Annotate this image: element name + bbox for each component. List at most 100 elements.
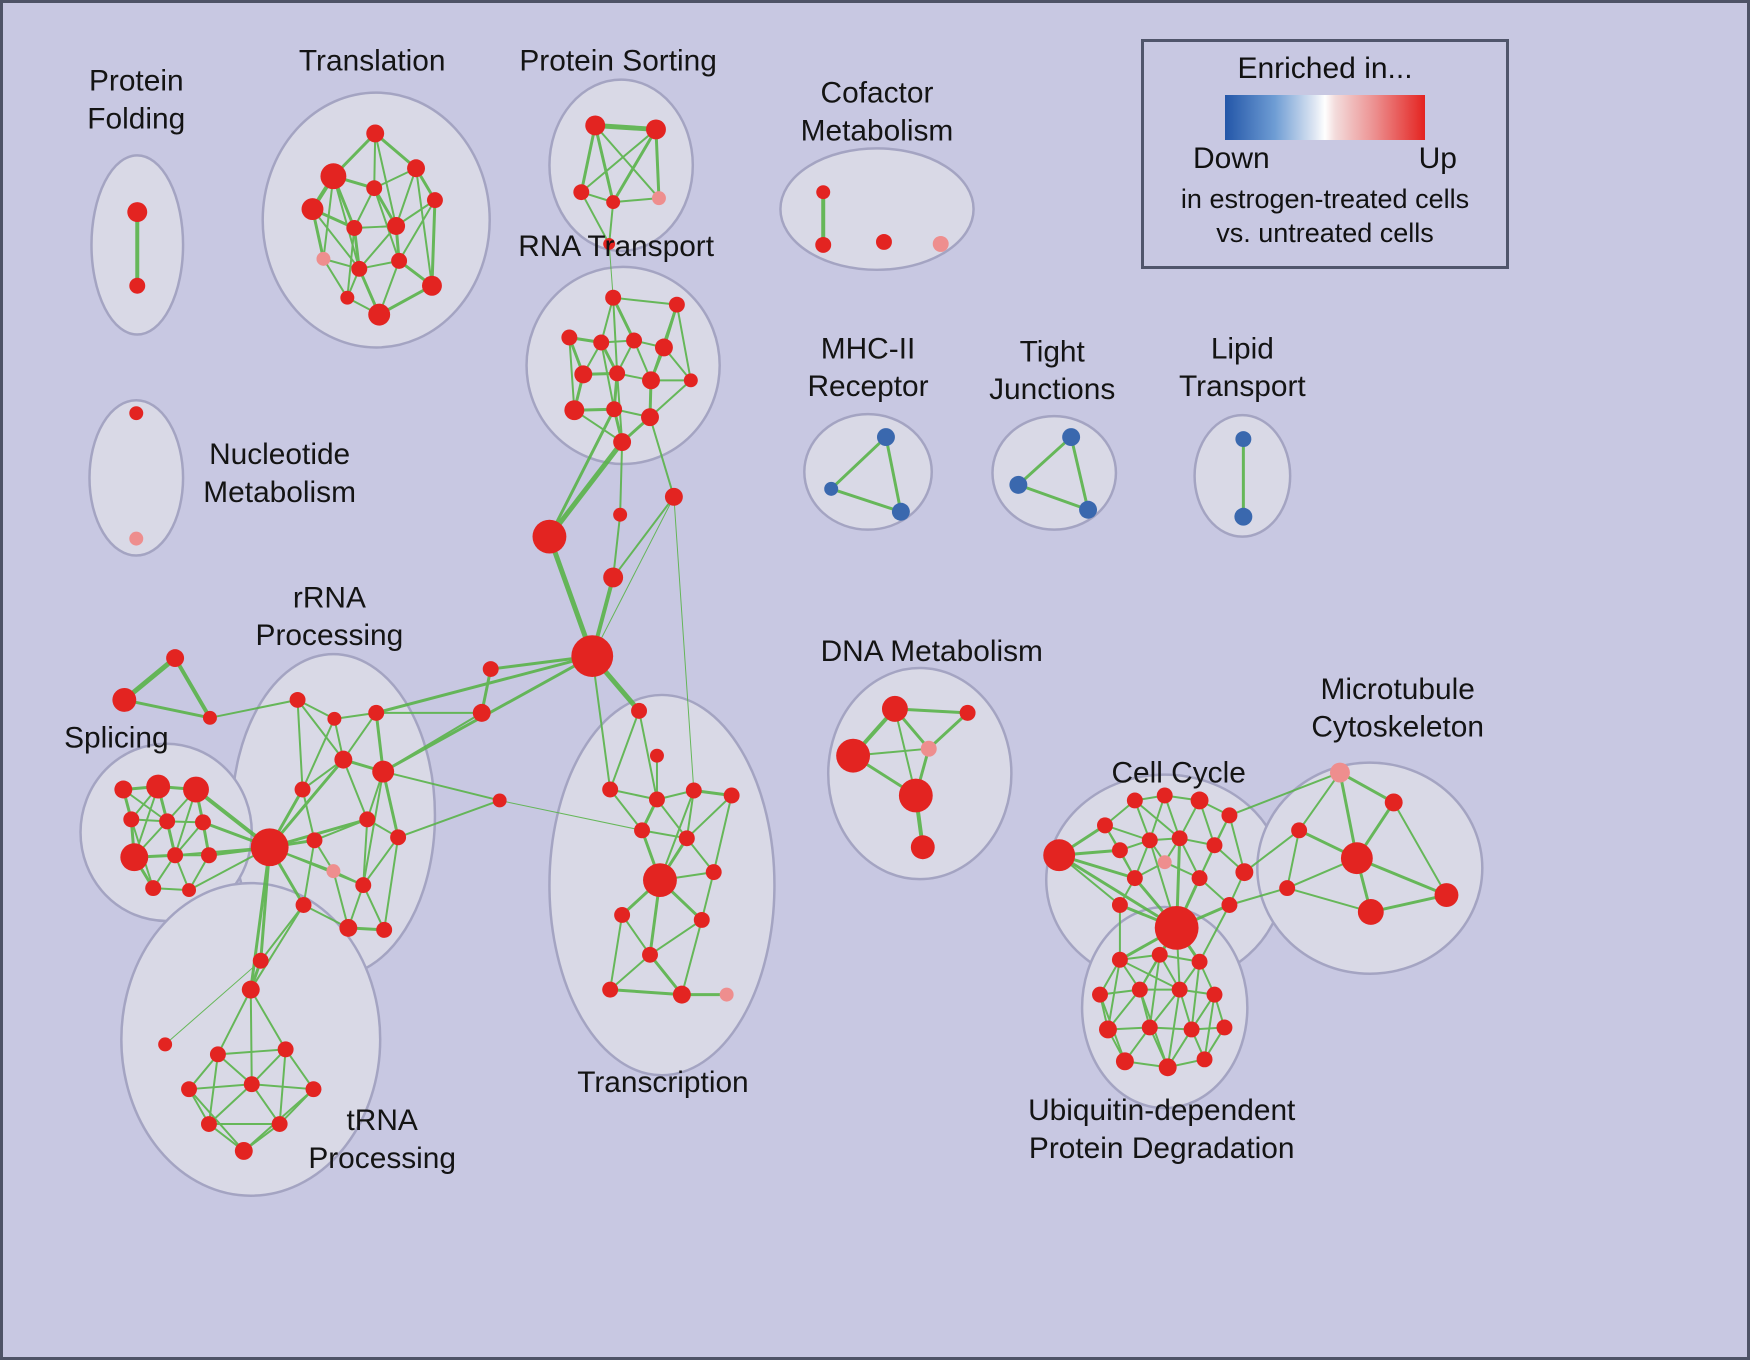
network-node-dm2 bbox=[959, 704, 976, 721]
network-node-ps6 bbox=[603, 237, 616, 250]
network-node-tl13 bbox=[368, 303, 391, 326]
network-edge bbox=[249, 988, 253, 1086]
network-node-cf4 bbox=[932, 235, 949, 252]
network-node-mh2 bbox=[824, 481, 839, 496]
network-node-cc15 bbox=[1154, 905, 1199, 950]
network-node-pf2 bbox=[129, 277, 146, 294]
network-edge bbox=[415, 167, 433, 287]
network-edge bbox=[362, 770, 385, 887]
network-edge bbox=[358, 225, 398, 270]
network-node-sp10 bbox=[145, 880, 162, 897]
network-edge bbox=[322, 257, 349, 299]
network-edge bbox=[621, 913, 651, 956]
legend-box: Enriched in... Down Up in estrogen-treat… bbox=[1141, 39, 1509, 269]
network-node-tr4 bbox=[277, 1041, 294, 1058]
network-edge bbox=[546, 534, 595, 659]
network-edge bbox=[382, 770, 501, 802]
network-edge bbox=[546, 439, 625, 540]
network-edge bbox=[216, 1048, 287, 1056]
network-edge bbox=[207, 1083, 253, 1126]
network-node-tx11 bbox=[614, 906, 631, 923]
network-edge bbox=[568, 336, 576, 412]
network-node-rr6 bbox=[294, 781, 311, 798]
network-node-rr13 bbox=[295, 897, 312, 913]
network-node-tj2 bbox=[1009, 475, 1028, 494]
network-node-tr6 bbox=[243, 1076, 260, 1093]
network-node-lt2 bbox=[1234, 507, 1253, 526]
network-node-ub4 bbox=[1092, 986, 1108, 1003]
network-node-tl8 bbox=[387, 217, 406, 235]
cluster-ellipse-protein-sorting bbox=[548, 78, 695, 253]
network-node-tr8 bbox=[200, 1116, 217, 1132]
network-node-cc4 bbox=[1156, 787, 1173, 804]
legend-subtitle-line1: in estrogen-treated cells bbox=[1180, 184, 1470, 214]
network-edge bbox=[1228, 887, 1289, 906]
network-node-ub10 bbox=[1183, 1021, 1200, 1038]
network-edge bbox=[1338, 771, 1396, 804]
network-edge bbox=[249, 845, 272, 992]
network-edge bbox=[609, 953, 651, 991]
network-edge bbox=[580, 191, 611, 245]
network-node-mc7 bbox=[1434, 883, 1459, 907]
network-node-cn7 bbox=[472, 703, 491, 722]
network-edge bbox=[685, 794, 733, 840]
network-node-tr5 bbox=[181, 1081, 198, 1098]
network-edge bbox=[397, 799, 501, 839]
network-node-tl7 bbox=[346, 220, 363, 236]
network-edge bbox=[296, 698, 345, 761]
network-edge bbox=[313, 818, 369, 842]
network-node-rr16 bbox=[252, 952, 269, 969]
network-node-tr7 bbox=[305, 1081, 322, 1098]
network-edge bbox=[430, 198, 437, 288]
network-node-tl9 bbox=[316, 251, 331, 266]
network-node-cc5 bbox=[1190, 791, 1209, 810]
network-node-cn6 bbox=[482, 661, 499, 678]
network-edge bbox=[829, 487, 903, 514]
network-node-rr10 bbox=[306, 832, 323, 849]
network-edge bbox=[1243, 829, 1301, 874]
network-node-tr9 bbox=[271, 1116, 288, 1132]
network-node-ub5 bbox=[1131, 981, 1148, 998]
network-node-tl5 bbox=[407, 159, 425, 178]
network-node-tx13 bbox=[642, 946, 658, 963]
cluster-ellipse-cofactor-metabolism bbox=[779, 147, 975, 272]
network-edge bbox=[216, 988, 252, 1056]
network-edge bbox=[346, 227, 356, 299]
network-edge bbox=[829, 435, 888, 491]
network-edge bbox=[1190, 960, 1201, 1031]
network-edge bbox=[1198, 904, 1231, 963]
network-node-ub6 bbox=[1171, 981, 1188, 998]
network-node-tx5 bbox=[685, 782, 702, 799]
network-node-ub12 bbox=[1115, 1052, 1134, 1071]
network-node-cc6 bbox=[1221, 807, 1238, 824]
network-node-ps3 bbox=[573, 184, 590, 201]
network-node-rt12 bbox=[606, 401, 623, 418]
network-edge bbox=[1057, 853, 1179, 930]
network-node-mc3 bbox=[1291, 822, 1308, 839]
network-node-rt10 bbox=[683, 373, 698, 388]
network-node-ub9 bbox=[1141, 1019, 1158, 1036]
network-edge bbox=[649, 379, 692, 419]
network-edge bbox=[612, 495, 675, 579]
network-edge bbox=[712, 794, 733, 874]
network-node-cc12 bbox=[1126, 870, 1143, 887]
network-edge bbox=[619, 441, 624, 516]
network-node-sp5 bbox=[159, 813, 176, 830]
network-node-cc9 bbox=[1171, 830, 1188, 847]
network-edge bbox=[374, 654, 594, 715]
network-node-rr12 bbox=[355, 877, 372, 894]
network-node-tl14 bbox=[340, 290, 355, 305]
network-edge bbox=[382, 711, 483, 773]
network-node-ft2 bbox=[112, 687, 137, 712]
network-edge bbox=[296, 698, 304, 791]
network-node-pf1 bbox=[127, 202, 148, 223]
network-node-tx4 bbox=[649, 791, 665, 808]
network-node-rt5 bbox=[626, 332, 643, 349]
